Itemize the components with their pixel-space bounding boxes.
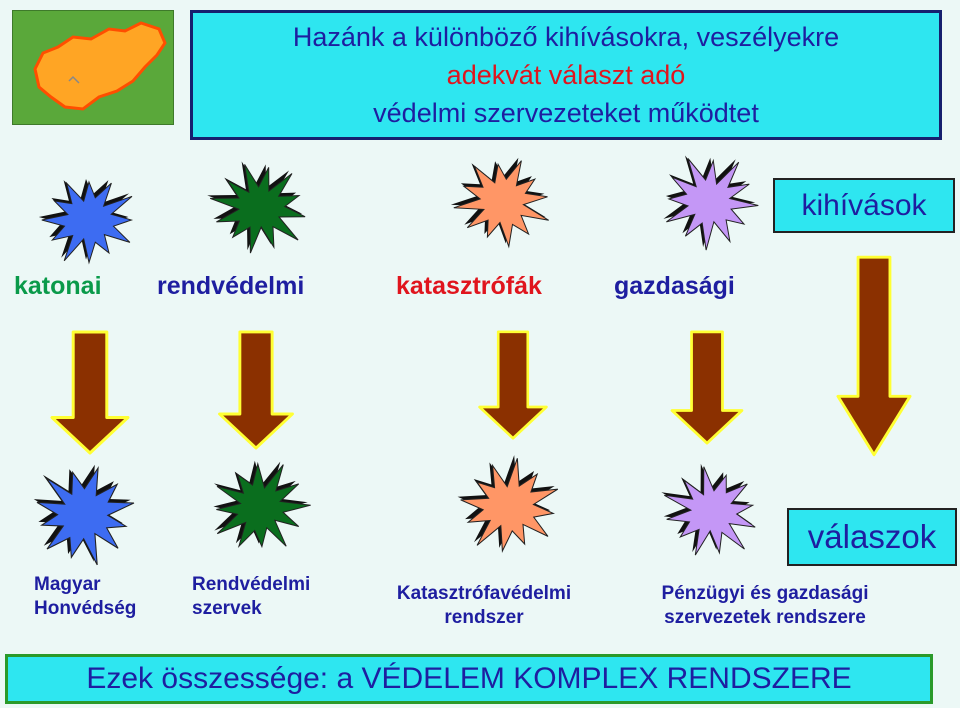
response-honvedseg: Magyar Honvédség <box>34 573 136 621</box>
response-line: rendszer <box>444 607 524 628</box>
challenge-katasztrofak: katasztrófák <box>396 272 542 300</box>
challenge-rendvedelmi: rendvédelmi <box>157 272 305 300</box>
response-line: Honvédség <box>34 598 137 619</box>
challenges-label-box: kihívások <box>773 178 955 233</box>
arrow-down-icon <box>478 330 548 440</box>
hungary-map-image <box>12 10 174 125</box>
arrow-down-icon <box>218 330 294 450</box>
arrow-down-icon <box>670 330 744 445</box>
star-blue-bottom-icon <box>33 464 135 566</box>
title-box: Hazánk a különböző kihívásokra, veszélye… <box>190 10 942 140</box>
response-rendvedelmi-szervek: Rendvédelmi szervek <box>192 573 310 621</box>
response-katasztrofavedelmi: Katasztrófavédelmi rendszer <box>368 582 600 630</box>
star-lavender-bottom-icon <box>661 463 756 556</box>
challenge-gazdasagi: gazdasági <box>614 272 735 300</box>
star-green-bottom-icon <box>213 460 311 549</box>
response-line: szervek <box>192 598 262 619</box>
title-line-2: adekvát választ adó <box>446 60 686 90</box>
bottom-banner: Ezek összessége: a VÉDELEM KOMPLEX RENDS… <box>5 654 933 704</box>
bottom-banner-text: Ezek összessége: a VÉDELEM KOMPLEX RENDS… <box>86 662 852 695</box>
hungary-map-icon <box>33 21 167 111</box>
title-line-1: Hazánk a különböző kihívásokra, veszélye… <box>292 22 840 52</box>
response-line: Magyar <box>34 574 101 595</box>
response-line: Rendvédelmi <box>192 574 311 595</box>
responses-label-box: válaszok <box>787 508 957 566</box>
challenge-katonai: katonai <box>14 272 102 300</box>
star-salmon-top-icon <box>450 157 549 249</box>
response-line: szervezetek rendszere <box>664 607 866 628</box>
response-gazdasagi-szervezetek: Pénzügyi és gazdasági szervezetek rendsz… <box>630 582 900 630</box>
star-green-top-icon <box>207 161 306 254</box>
title-line-3: védelmi szervezeteket működtet <box>373 98 759 128</box>
arrow-down-long-icon <box>836 255 912 457</box>
star-salmon-bottom-icon <box>457 455 559 554</box>
response-line: Katasztrófavédelmi <box>396 583 572 604</box>
response-line: Pénzügyi és gazdasági <box>661 583 869 604</box>
arrow-down-icon <box>50 330 130 455</box>
star-blue-top-icon <box>38 179 134 265</box>
star-lavender-top-icon <box>663 155 759 251</box>
